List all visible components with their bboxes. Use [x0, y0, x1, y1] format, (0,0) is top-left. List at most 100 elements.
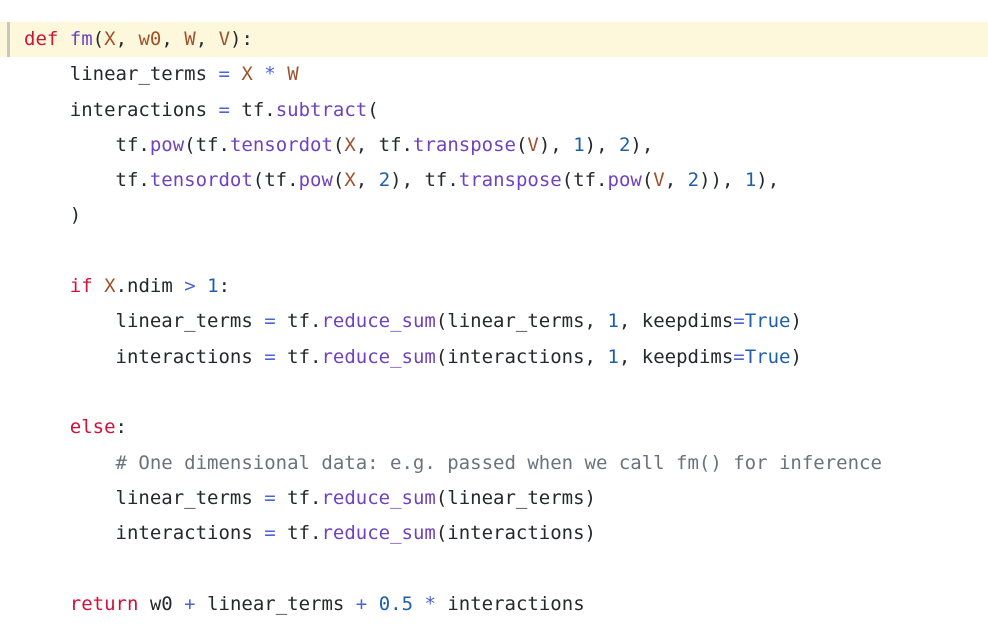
code-line[interactable]: # One dimensional data: e.g. passed when… [0, 446, 988, 481]
code-token: tensordot [149, 169, 253, 192]
code-token: , [355, 169, 379, 192]
code-token: linear_terms [115, 310, 265, 333]
code-token [413, 593, 424, 615]
code-token: * [424, 592, 436, 615]
code-token: ) [790, 310, 802, 333]
code-token: 2 [378, 169, 391, 192]
code-token: pow [149, 133, 185, 156]
code-token: tf. [115, 169, 150, 192]
code-line[interactable]: interactions = tf.reduce_sum(interaction… [0, 516, 988, 551]
code-token: X [344, 133, 356, 156]
code-token: def [24, 28, 59, 50]
code-token: w0 [138, 28, 162, 50]
code-token: tf. [275, 345, 322, 368]
code-token: (tf. [561, 169, 608, 192]
code-token: , tf. [355, 133, 413, 156]
code-line[interactable] [0, 375, 988, 410]
code-token: = [264, 522, 276, 545]
code-indent [24, 275, 70, 297]
code-token: interactions [69, 98, 219, 121]
code-indent [24, 134, 116, 156]
code-token: > [184, 275, 196, 298]
code-line[interactable]: else: [0, 410, 988, 445]
code-indent [24, 522, 116, 544]
code-token: , keepdims [618, 310, 734, 333]
code-indent [24, 593, 70, 615]
code-token: pow [298, 169, 333, 192]
code-token: w0 [138, 592, 185, 615]
code-indent [24, 63, 70, 85]
code-token: 1 [744, 169, 757, 192]
code-token: # One dimensional data: e.g. passed when… [115, 451, 882, 474]
code-token: ( [641, 169, 654, 192]
code-editor[interactable]: def fm(X, w0, W, V): linear_terms = X * … [0, 22, 988, 622]
code-token: ), [756, 169, 780, 192]
code-token: else [69, 416, 116, 439]
code-token: 1 [207, 275, 219, 298]
code-line[interactable]: linear_terms = tf.reduce_sum(linear_term… [0, 304, 988, 339]
code-token: ( [332, 133, 345, 156]
code-token: reduce_sum [321, 522, 436, 545]
code-token: * [264, 63, 276, 86]
code-line[interactable]: if X.ndim > 1: [0, 269, 988, 304]
code-line-active[interactable]: def fm(X, w0, W, V): [0, 22, 988, 58]
code-line[interactable]: ) [0, 198, 988, 233]
code-line[interactable]: interactions = tf.reduce_sum(interaction… [0, 340, 988, 375]
code-token: ): [230, 28, 253, 50]
code-token [253, 63, 264, 85]
code-token: ), [630, 133, 654, 156]
code-token: (interactions, [435, 345, 608, 368]
code-token: 2 [687, 169, 700, 192]
code-token: + [355, 592, 368, 615]
code-token: X [104, 275, 116, 298]
code-line[interactable] [0, 551, 988, 586]
code-token: transpose [413, 133, 516, 156]
code-indent [24, 204, 70, 226]
code-token: .ndim [115, 275, 185, 298]
code-token: = [218, 98, 230, 121]
code-token: (tf. [184, 133, 230, 156]
code-line[interactable]: interactions = tf.subtract( [0, 93, 988, 128]
code-token: True [744, 345, 791, 368]
code-indent [24, 169, 116, 191]
code-indent [24, 310, 116, 332]
code-token: ) [790, 345, 802, 368]
code-token: if [69, 275, 93, 298]
code-token: (linear_terms, [435, 310, 608, 333]
code-token: X [104, 28, 116, 50]
code-token: interactions [435, 592, 585, 615]
code-token: tensordot [229, 133, 333, 156]
code-token: interactions [115, 345, 265, 368]
code-token: ), [584, 133, 619, 156]
code-line[interactable]: linear_terms = X * W [0, 57, 988, 92]
code-token: , [664, 169, 688, 192]
code-token: , [161, 28, 185, 50]
code-token: ( [515, 133, 528, 156]
code-token: reduce_sum [321, 310, 436, 333]
code-token: V [218, 28, 231, 50]
code-token: (tf. [252, 169, 299, 192]
code-token: 1 [573, 133, 585, 156]
code-token: ) [69, 204, 82, 227]
code-line[interactable]: return w0 + linear_terms + 0.5 * interac… [0, 587, 988, 622]
code-token: (interactions) [435, 522, 596, 545]
code-line[interactable] [0, 234, 988, 269]
code-line[interactable]: tf.tensordot(tf.pow(X, 2), tf.transpose(… [0, 163, 988, 198]
code-token: interactions [115, 522, 265, 545]
code-token: linear_terms [115, 486, 265, 509]
code-token: ( [367, 98, 379, 121]
code-line[interactable]: tf.pow(tf.tensordot(X, tf.transpose(V), … [0, 128, 988, 163]
code-token: ), [538, 133, 574, 156]
code-token: ( [332, 169, 345, 192]
code-token: = [733, 310, 745, 333]
code-token [276, 63, 287, 85]
code-token [230, 63, 241, 85]
code-token: = [264, 486, 276, 509]
code-token [93, 275, 104, 297]
code-token: + [184, 592, 196, 615]
code-line[interactable]: linear_terms = tf.reduce_sum(linear_term… [0, 481, 988, 516]
code-token: V [527, 133, 539, 156]
code-indent [24, 452, 116, 474]
code-token [196, 275, 207, 297]
code-indent [24, 416, 70, 438]
